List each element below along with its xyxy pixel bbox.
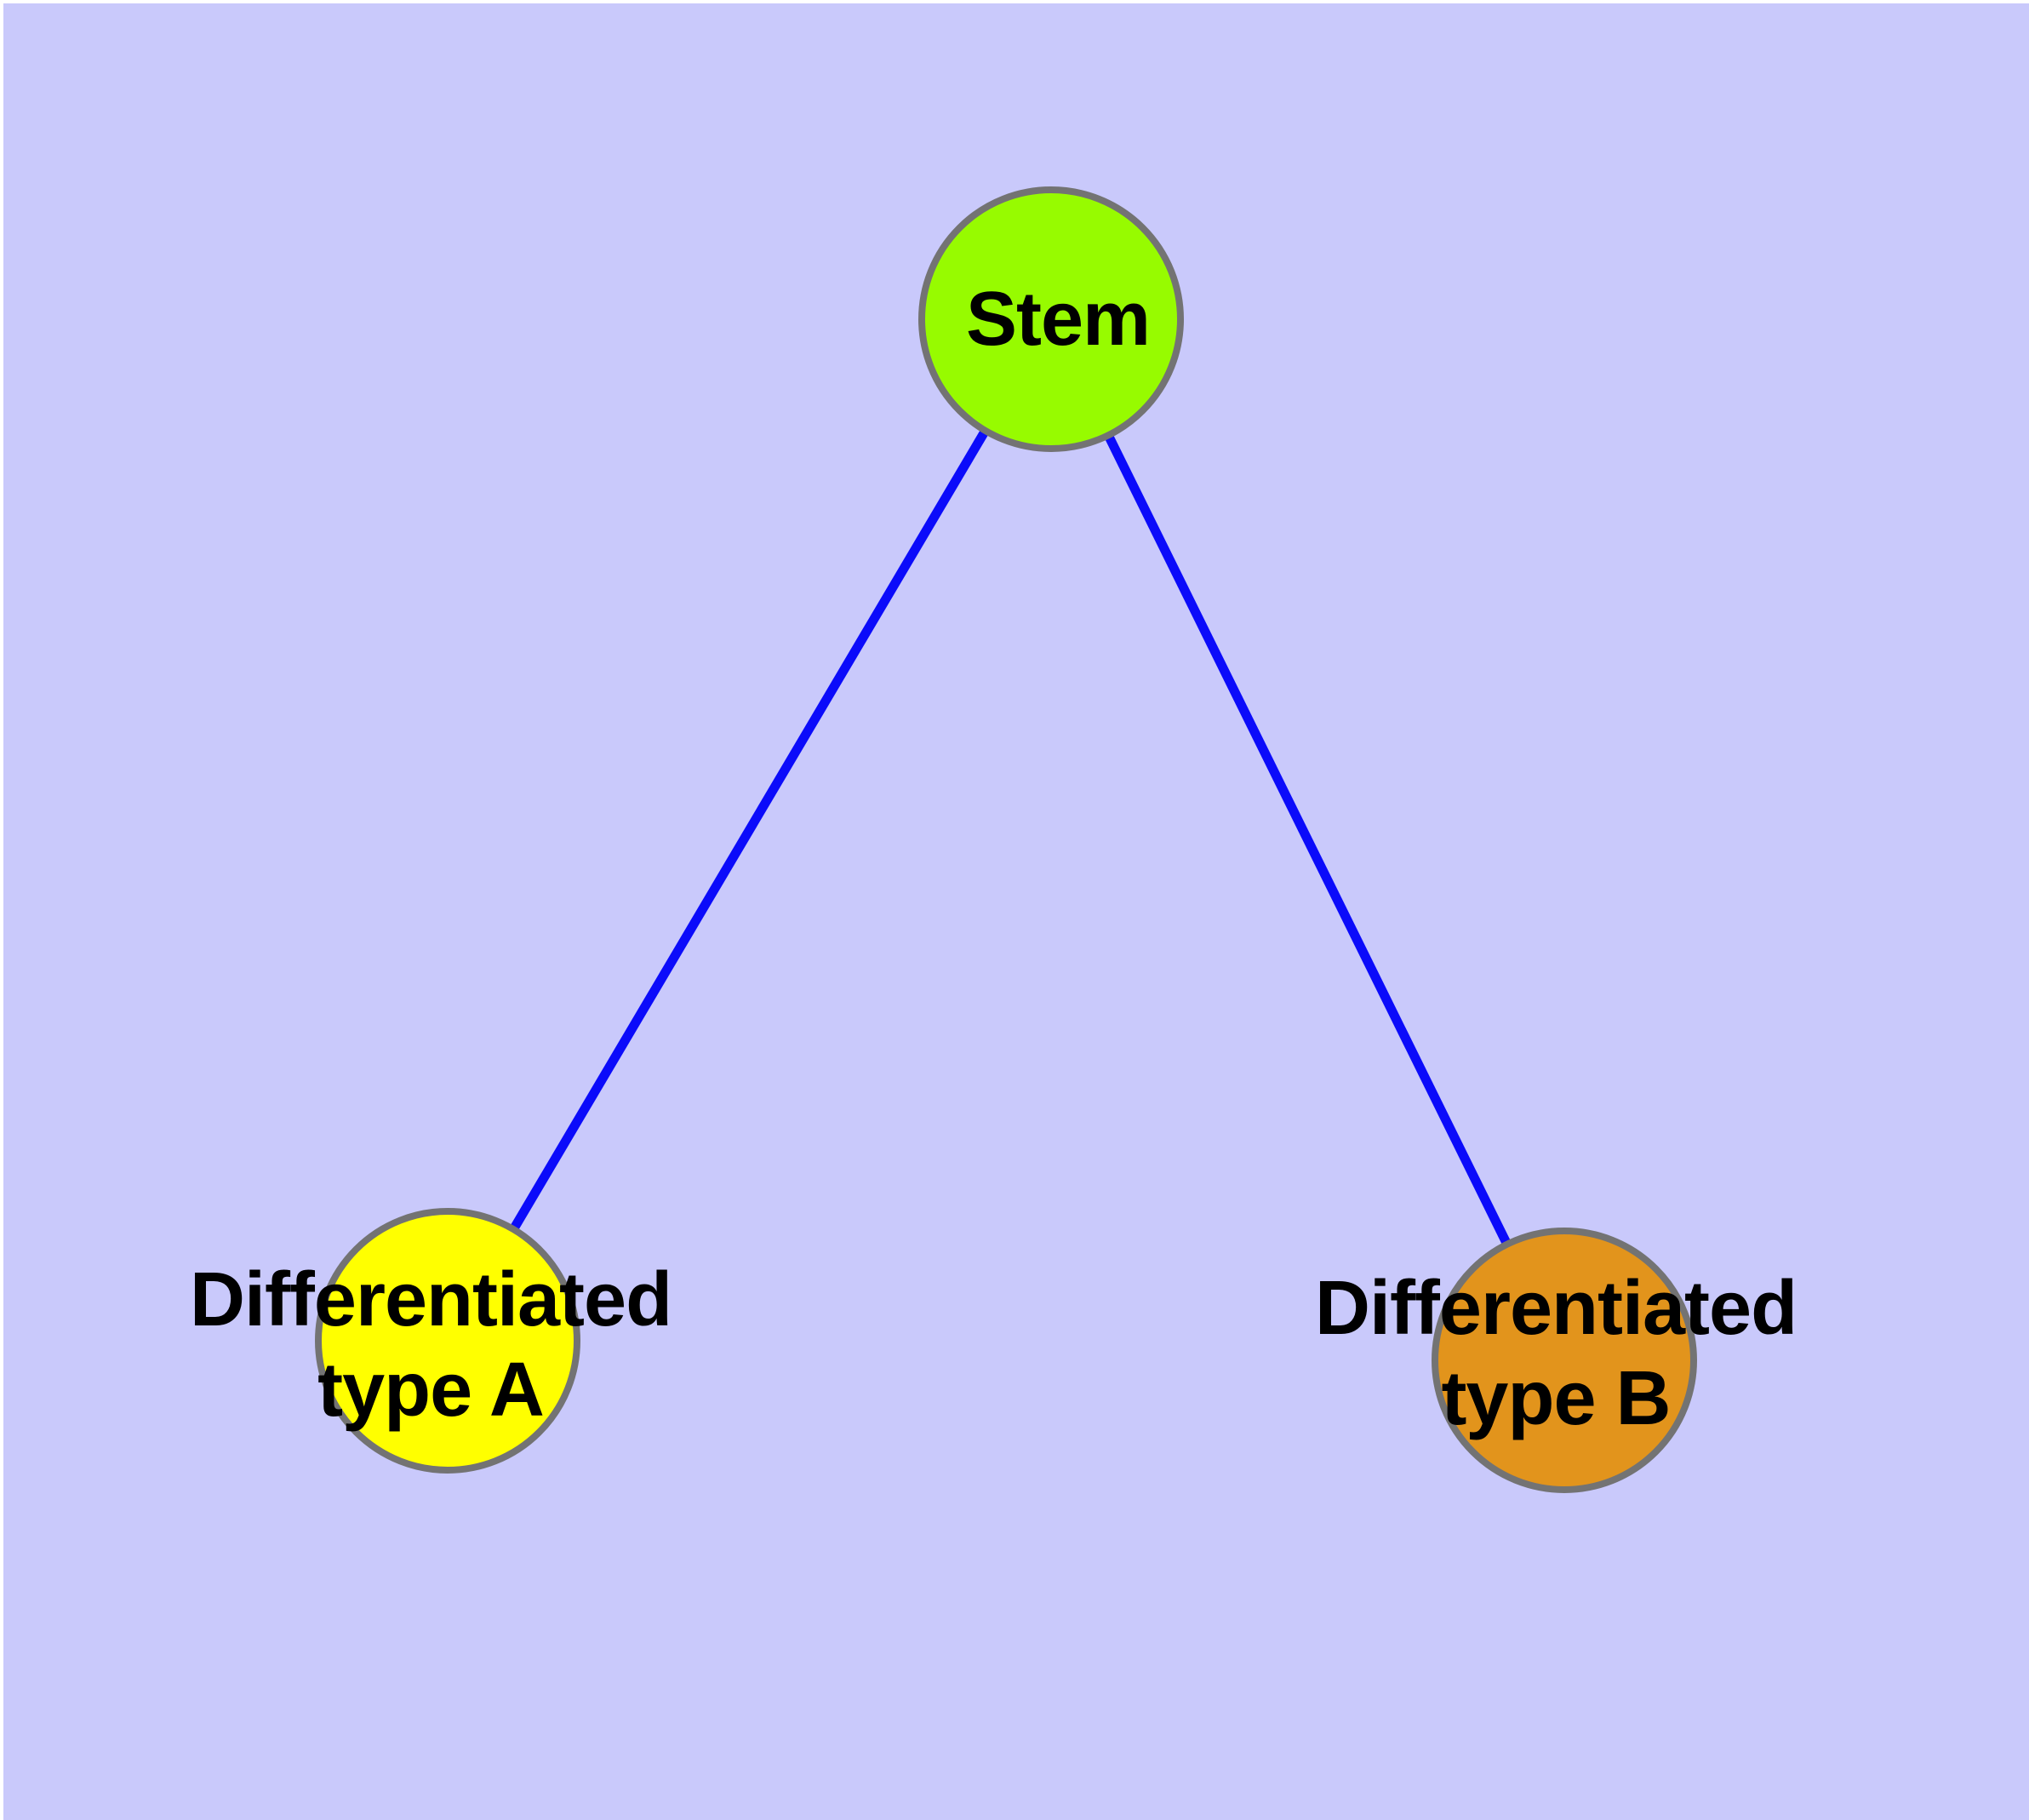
node-differentiated-type-b (1432, 1228, 1697, 1493)
node-differentiated-type-a (315, 1208, 580, 1474)
top-margin-strip (0, 0, 2029, 3)
left-margin-strip (0, 0, 3, 1820)
node-stem (918, 186, 1184, 452)
edge-stem-to-typeA (443, 317, 1055, 1343)
node-label-differentiated-type-a: Differentiated type A (189, 1257, 672, 1433)
node-label-stem: Stem (965, 277, 1151, 362)
edge-stem-to-typeB (1047, 317, 1569, 1363)
node-label-differentiated-type-b: Differentiated type B (1314, 1266, 1798, 1441)
